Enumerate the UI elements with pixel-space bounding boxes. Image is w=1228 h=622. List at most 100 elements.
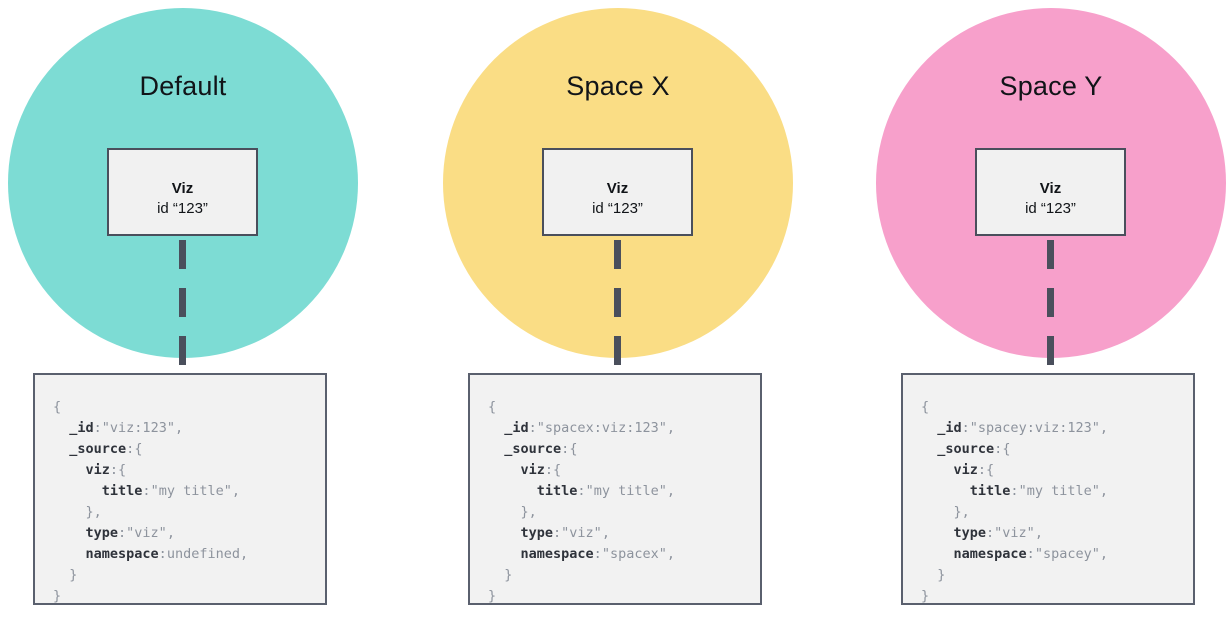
code-line: title:"my title",: [921, 481, 1193, 502]
code-token: viz: [953, 462, 978, 478]
code-token: undefined: [166, 546, 240, 562]
code-token: viz: [85, 462, 110, 478]
code-token: :: [553, 525, 562, 541]
code-token: "my title": [585, 483, 667, 499]
code-token: "my title": [1018, 483, 1100, 499]
code-line: _source:{: [53, 439, 325, 460]
code-line: type:"viz",: [488, 523, 760, 544]
code-token: }: [504, 567, 513, 583]
dashed-connector-default: [179, 240, 186, 373]
viz-node-spacex: Viz id “123”: [542, 148, 693, 236]
code-token: "spacex:viz:123": [536, 420, 667, 436]
code-block-spacex: { _id:"spacex:viz:123", _source:{ viz:{ …: [468, 373, 762, 605]
viz-node-title: Viz: [171, 179, 194, 197]
code-token: type: [953, 525, 987, 541]
code-token: ,: [1099, 420, 1108, 436]
code-token: ,: [961, 504, 970, 520]
code-token: type: [520, 525, 554, 541]
viz-node-default: Viz id “123”: [107, 148, 258, 236]
code-token: :: [986, 525, 995, 541]
code-line: }: [921, 586, 1193, 607]
viz-node-spacey: Viz id “123”: [975, 148, 1126, 236]
code-line: title:"my title",: [488, 481, 760, 502]
space-column-spacex: Space X Viz id “123” { _id:"spacex:viz:1…: [413, 0, 823, 622]
code-token: :: [142, 483, 151, 499]
code-token: :: [118, 525, 127, 541]
code-token: :: [593, 546, 602, 562]
code-token: {: [553, 462, 562, 478]
code-token: :: [577, 483, 586, 499]
code-token: }: [921, 588, 930, 604]
code-token: {: [134, 441, 143, 457]
code-line: }: [53, 565, 325, 586]
code-token: _id: [504, 420, 529, 436]
code-token: }: [488, 588, 497, 604]
code-token: :: [109, 462, 119, 478]
code-token: }: [85, 504, 94, 520]
code-token: "my title": [150, 483, 232, 499]
code-token: "spacey:viz:123": [969, 420, 1100, 436]
code-token: :: [1026, 546, 1035, 562]
code-line: namespace:"spacey",: [921, 544, 1193, 565]
code-token: {: [1002, 441, 1011, 457]
code-token: "viz": [994, 525, 1035, 541]
code-token: {: [118, 462, 127, 478]
code-token: ,: [666, 420, 675, 436]
code-token: :: [544, 462, 554, 478]
space-label-spacey: Space Y: [999, 71, 1103, 101]
code-token: ,: [174, 420, 184, 436]
code-token: "spacey": [1034, 546, 1100, 562]
code-token: ,: [666, 546, 675, 562]
space-label-default: Default: [139, 71, 227, 101]
code-token: :: [528, 420, 537, 436]
code-line: }: [53, 586, 325, 607]
code-line: type:"viz",: [53, 523, 325, 544]
code-block-spacey: { _id:"spacey:viz:123", _source:{ viz:{ …: [901, 373, 1195, 605]
viz-node-subtitle: id “123”: [592, 200, 643, 217]
code-line: },: [488, 502, 760, 523]
code-line: viz:{: [921, 460, 1193, 481]
viz-node-subtitle: id “123”: [1025, 200, 1076, 217]
code-token: :: [977, 462, 987, 478]
code-token: title: [101, 483, 143, 499]
code-token: :: [93, 420, 102, 436]
code-line: _source:{: [488, 439, 760, 460]
code-line: _id:"spacey:viz:123",: [921, 418, 1193, 439]
code-token: title: [536, 483, 578, 499]
code-token: :: [126, 441, 135, 457]
code-token: _source: [69, 441, 127, 457]
space-column-default: Default Viz id “123” { _id:"viz:123", _s…: [0, 0, 388, 622]
code-line: },: [921, 502, 1193, 523]
code-line: _id:"spacex:viz:123",: [488, 418, 760, 439]
code-token: _id: [937, 420, 962, 436]
code-line: viz:{: [488, 460, 760, 481]
code-token: :: [994, 441, 1003, 457]
code-line: namespace:undefined,: [53, 544, 325, 565]
code-token: {: [488, 399, 497, 415]
code-token: ,: [93, 504, 102, 520]
code-token: ,: [239, 546, 249, 562]
code-token: "viz": [561, 525, 602, 541]
code-token: _id: [69, 420, 94, 436]
code-token: "spacex": [601, 546, 667, 562]
code-token: {: [569, 441, 578, 457]
code-token: {: [53, 399, 62, 415]
code-line: {: [488, 397, 760, 418]
code-block-default: { _id:"viz:123", _source:{ viz:{ title:"…: [33, 373, 327, 605]
code-line: {: [921, 397, 1193, 418]
code-token: }: [53, 588, 62, 604]
code-line: {: [53, 397, 325, 418]
code-token: :: [1010, 483, 1019, 499]
code-token: }: [953, 504, 962, 520]
code-line: }: [488, 586, 760, 607]
code-token: ,: [1034, 525, 1043, 541]
code-token: type: [85, 525, 119, 541]
code-line: _source:{: [921, 439, 1193, 460]
code-token: "viz:123": [101, 420, 175, 436]
code-token: _source: [504, 441, 562, 457]
code-line: _id:"viz:123",: [53, 418, 325, 439]
code-token: ,: [528, 504, 537, 520]
code-token: ,: [1099, 483, 1108, 499]
code-token: ,: [1099, 546, 1108, 562]
